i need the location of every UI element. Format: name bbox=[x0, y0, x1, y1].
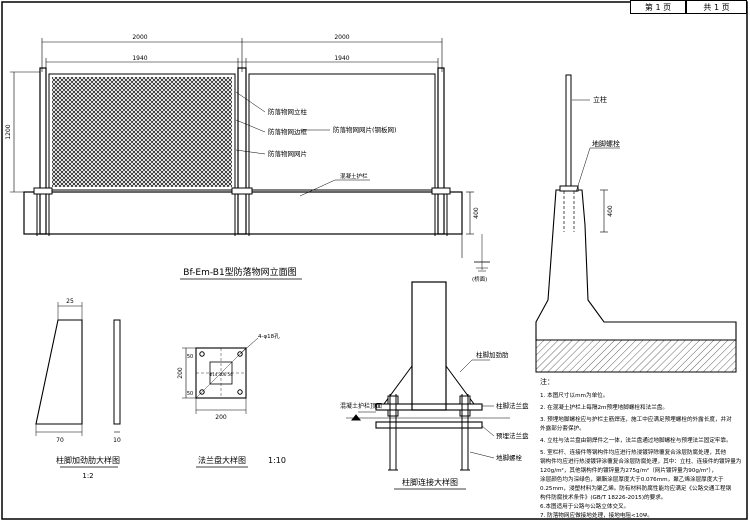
side-section-view bbox=[535, 74, 737, 373]
joint-detail bbox=[346, 281, 510, 471]
joint-label-anchor: 地脚螺栓 bbox=[496, 453, 523, 462]
flange-scale: 1:10 bbox=[268, 456, 286, 465]
note-line: 2. 在混凝土护栏上每隔2m预埋地脚螺栓和法兰盘。 bbox=[540, 403, 668, 411]
elevation-view bbox=[10, 38, 490, 272]
note-line: 0.25mm，浸塑材料为聚乙烯。防有材料防腐性能均应满足《公路交通工程钢 bbox=[540, 484, 732, 492]
label-bridge: (桥面) bbox=[472, 275, 487, 283]
note-line: 120g/m²，其他钢构件的镀锌量为275g/m²（网片镀锌量为90g/m²）， bbox=[540, 466, 717, 474]
note-line: 5. 室栏杆、连接件等钢构件均应进行热浸镀锌除覆复合涂层防腐处理，其他 bbox=[540, 448, 727, 456]
note-line: 3. 预埋地脚螺栓应与护栏主筋焊连，施工中应满足预埋螺栓的外露长度，并对 bbox=[540, 415, 732, 423]
flange-dim-50a: 50 bbox=[187, 354, 193, 360]
flange-dim-200-v: 200 bbox=[177, 367, 184, 379]
page-current: 第 1 页 bbox=[644, 3, 672, 12]
flange-inner-label: Φ14 106 56 bbox=[209, 372, 233, 377]
page-total-box: 共 1 页 bbox=[686, 0, 747, 14]
notes-block: 注： 1. 本图尺寸以mm为单位。 2. 在混凝土护栏上每隔2m预埋地脚螺栓和法… bbox=[540, 377, 742, 519]
rib-scale: 1:2 bbox=[82, 472, 93, 480]
label-parapet: 混凝土护栏 bbox=[340, 172, 368, 180]
flange-detail bbox=[182, 337, 259, 414]
note-line: 4. 立柱与法兰盘由钢焊件之一体，法兰盘通过地脚螺栓与预埋法兰固定牢靠。 bbox=[540, 436, 732, 444]
label-mesh-steel: 防落物网网片(钢板网) bbox=[333, 125, 397, 134]
note-line: 6.本图适用于公路与公路立体交叉。 bbox=[540, 502, 629, 510]
dim-top-right: 2000 bbox=[334, 34, 349, 41]
flange-title: 法兰盘大样图 bbox=[198, 455, 246, 465]
rib-detail bbox=[35, 302, 121, 436]
flange-dim-50b: 50 bbox=[187, 391, 193, 397]
page-total: 共 1 页 bbox=[703, 3, 730, 12]
dim-base: 400 bbox=[473, 207, 480, 219]
rib-title: 柱脚加劲肋大样图 bbox=[56, 455, 120, 465]
joint-label-upper-flange: 柱脚法兰盘 bbox=[496, 401, 529, 410]
label-post: 防落物网立柱 bbox=[268, 107, 308, 116]
rib-dim-25: 25 bbox=[66, 298, 74, 305]
label-frame: 防落物网边框 bbox=[268, 127, 308, 136]
note-line: 构件防腐技术条件》(GB/T 18226-2015)的要求。 bbox=[540, 493, 666, 501]
flange-hole-label: 4-φ18孔 bbox=[258, 332, 280, 340]
note-line: 1. 本图尺寸以mm为单位。 bbox=[540, 391, 608, 399]
joint-label-lower-flange: 预埋法兰盘 bbox=[496, 431, 529, 440]
flange-dim-200-h: 200 bbox=[215, 414, 227, 421]
page-current-box: 第 1 页 bbox=[630, 0, 686, 14]
section-label-post: 立柱 bbox=[593, 95, 607, 104]
dim-inner-left: 1940 bbox=[132, 55, 147, 62]
notes-heading: 注： bbox=[540, 377, 554, 386]
section-label-bolt: 地脚螺栓 bbox=[592, 139, 620, 148]
note-line: 7. 防落物网应做接地处理，接地电阻<10Ψ。 bbox=[540, 511, 653, 519]
note-line: 涂层颜色均为深绿色，聚酯涂层厚度大于0.076mm，聚乙烯涂层厚度大于 bbox=[540, 475, 724, 483]
dim-top-left: 2000 bbox=[132, 34, 147, 41]
label-mesh-panel: 防落物网网片 bbox=[268, 149, 307, 158]
note-line: 外露部分套保护。 bbox=[540, 424, 585, 432]
rib-dim-10: 10 bbox=[113, 437, 121, 444]
section-dim-400: 400 bbox=[607, 205, 614, 217]
dim-height: 1200 bbox=[5, 124, 12, 139]
rib-dim-70: 70 bbox=[56, 437, 64, 444]
note-line: 钢构件均应进行热浸镀锌涂覆复合涂层防腐处理，其中：立柱、连接件的镀锌量为 bbox=[540, 457, 742, 465]
joint-label-parapet-top: 混凝土护栏顶面 bbox=[340, 402, 382, 410]
elevation-title: Bf-Em-B1型防落物网立面图 bbox=[183, 266, 296, 278]
joint-label-rib: 柱脚加劲肋 bbox=[476, 350, 509, 359]
dim-inner-right: 1940 bbox=[334, 55, 349, 62]
joint-title: 柱脚连接大样图 bbox=[402, 477, 458, 487]
